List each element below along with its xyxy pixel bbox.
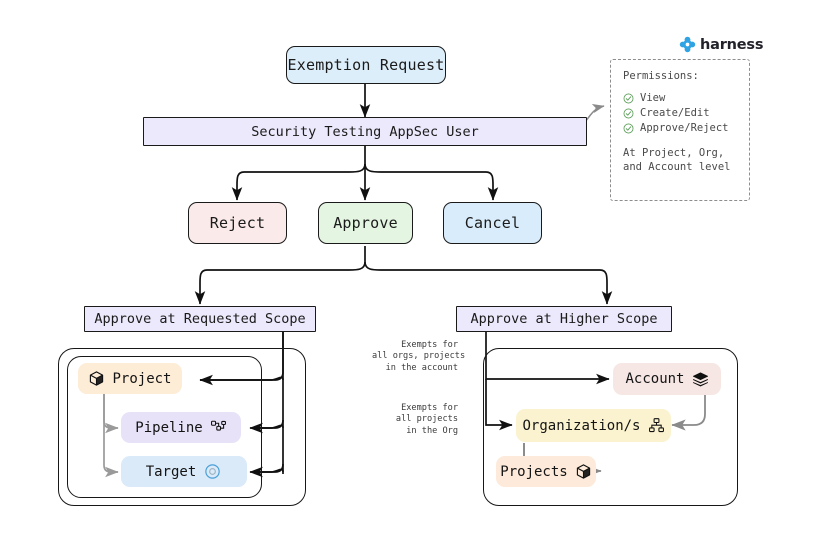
permission-label-approve-reject: Approve/Reject [640,122,729,134]
brand-name: harness [700,36,764,53]
cancel-node[interactable]: Cancel [443,202,542,244]
account-label: Account [625,371,685,387]
approve-node[interactable]: Approve [318,202,413,244]
organizations-label: Organization/s [522,417,641,434]
organizations-chip[interactable]: Organization/s [516,409,671,442]
appsec-user-label: Security Testing AppSec User [251,123,479,140]
pipeline-icon [210,419,227,436]
approve-requested-scope-node[interactable]: Approve at Requested Scope [84,306,316,332]
permission-row-approve-reject: Approve/Reject [623,121,737,136]
check-circle-icon [623,123,634,134]
org-icon [648,417,665,434]
permission-label-create-edit: Create/Edit [640,107,710,119]
permission-label-view: View [640,92,666,104]
reject-label: Reject [209,214,266,232]
check-circle-icon [623,108,634,119]
approve-requested-scope-label: Approve at Requested Scope [94,311,306,327]
account-chip[interactable]: Account [613,363,721,395]
check-circle-icon [623,93,634,104]
project-label: Project [112,370,172,387]
approve-label: Approve [333,214,398,232]
requested-scope-outer-group [58,348,306,506]
annotation-account-exempt: Exempts for all orgs, projects in the ac… [372,340,466,373]
pipeline-chip[interactable]: Pipeline [121,412,241,443]
projects-label: Projects [500,463,568,480]
approve-higher-scope-label: Approve at Higher Scope [470,311,658,327]
projects-chip[interactable]: Projects [496,456,596,487]
target-icon [203,462,222,481]
exemption-request-node[interactable]: Exemption Request [286,46,446,84]
target-chip[interactable]: Target [121,456,247,487]
higher-scope-outer-group [483,348,738,506]
brand-logo: harness [679,36,763,53]
permission-row-view: View [623,91,737,106]
permissions-title: Permissions: [623,70,699,82]
annotation-org-exempt: Exempts for all projects in the Org [395,403,458,436]
layers-icon [692,371,709,388]
harness-flower-icon [679,36,696,53]
reject-node[interactable]: Reject [188,202,287,244]
permissions-card: Permissions: View Create/Edit Approve/Re… [610,59,750,201]
pipeline-label: Pipeline [135,419,203,436]
permissions-footer: At Project, Org, and Account level [623,147,731,173]
project-chip[interactable]: Project [78,363,182,394]
cube-icon [575,463,592,480]
target-label: Target [145,463,197,480]
appsec-user-node[interactable]: Security Testing AppSec User [143,117,587,146]
cancel-label: Cancel [464,214,521,232]
exemption-request-label: Exemption Request [287,56,445,74]
approve-higher-scope-node[interactable]: Approve at Higher Scope [456,306,672,332]
cube-icon [88,370,105,387]
permission-row-create-edit: Create/Edit [623,106,737,121]
